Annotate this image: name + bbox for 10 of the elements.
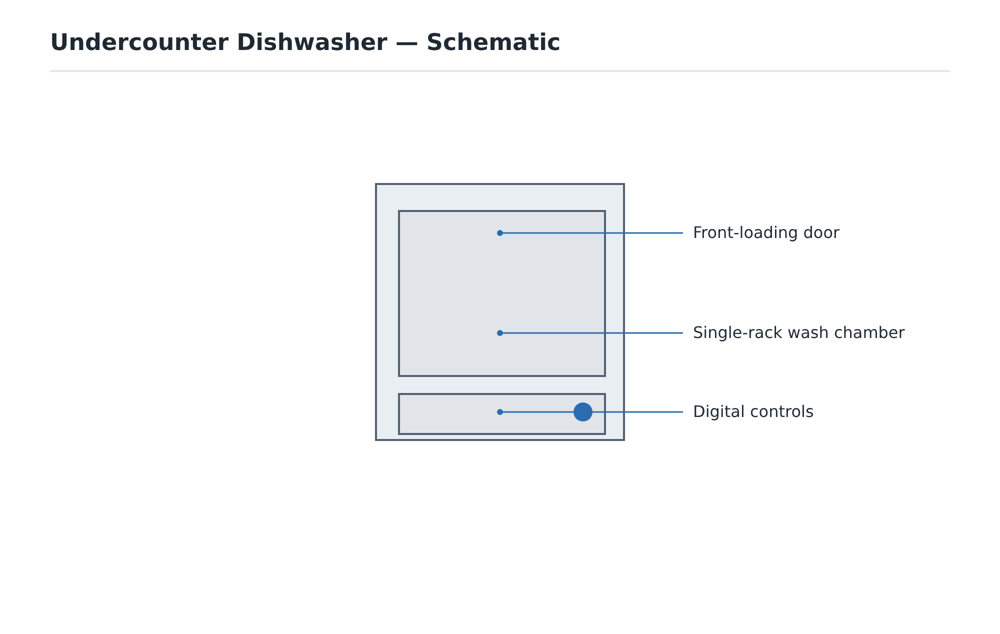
dishwasher-body	[375, 183, 625, 441]
part-label: Front-loading door	[693, 223, 840, 243]
part-label: Digital controls	[693, 402, 814, 422]
leader-line	[497, 330, 683, 336]
part-label: Single-rack wash chamber	[693, 323, 905, 343]
leader-line	[497, 409, 683, 415]
title: Undercounter Dishwasher — Schematic	[50, 30, 561, 56]
control-panel	[398, 393, 606, 435]
door-panel	[398, 210, 606, 377]
leader-line	[497, 230, 683, 236]
